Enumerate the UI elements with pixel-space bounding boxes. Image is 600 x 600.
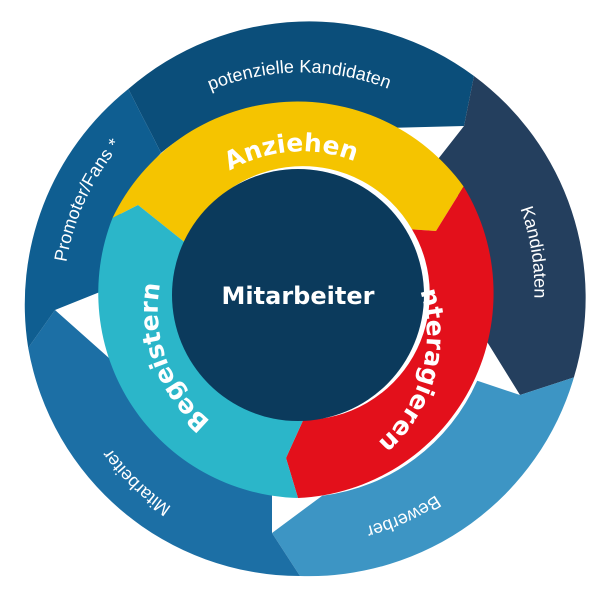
center-circle — [172, 169, 424, 421]
outer-segment-promoter-fans — [24, 89, 162, 348]
outer-segment-bewerber — [272, 377, 574, 577]
inner-segment-begeistern — [98, 205, 304, 498]
inner-segment-interagieren — [286, 186, 494, 498]
inner-segment-anziehen — [112, 101, 464, 244]
center-label: Mitarbeiter — [222, 282, 375, 310]
outer-segment-kandidaten — [433, 76, 586, 395]
